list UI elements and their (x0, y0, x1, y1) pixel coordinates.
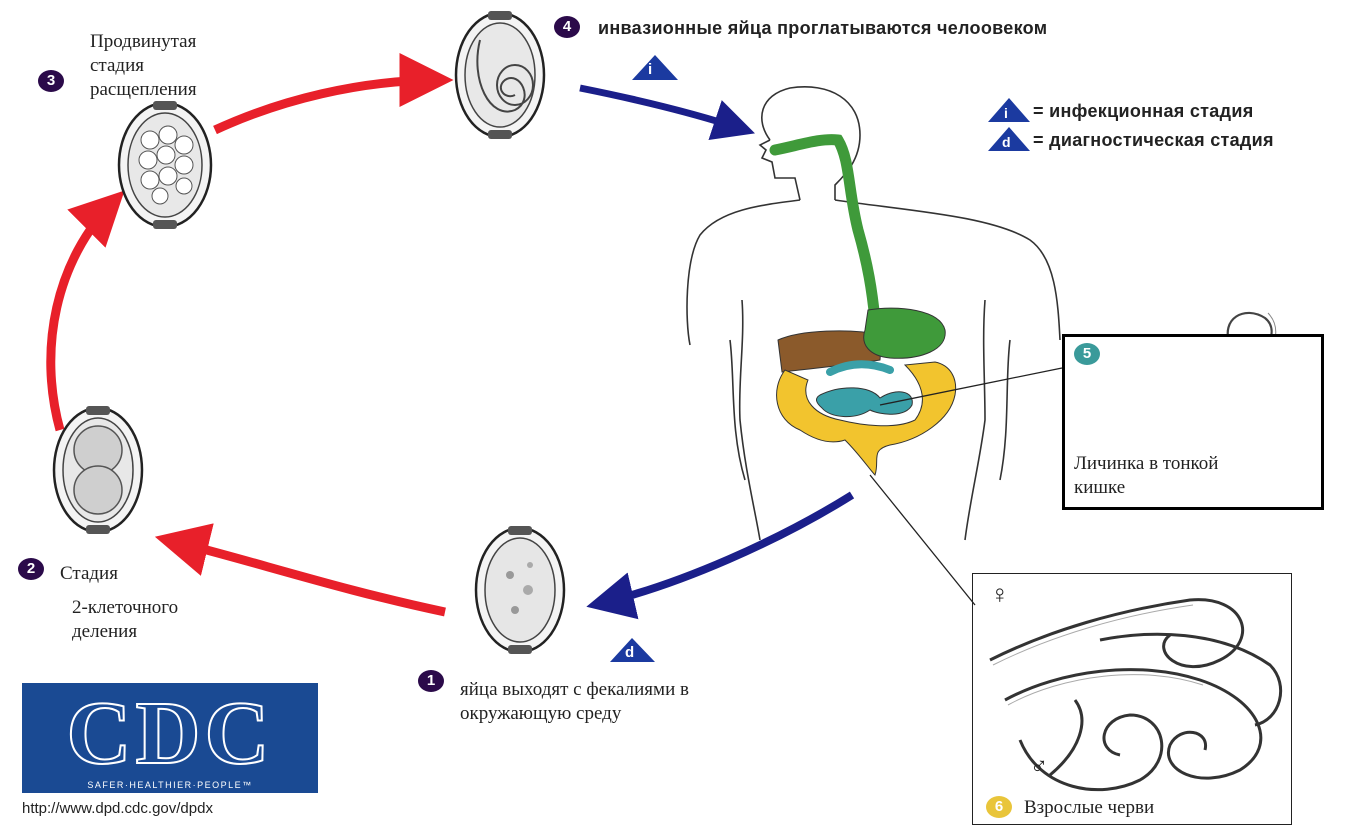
pointer-adult (870, 475, 975, 605)
source-url: http://www.dpd.cdc.gov/dpdx (22, 800, 213, 817)
digestive-tract (775, 140, 956, 475)
stomach (864, 308, 945, 358)
infective-marker-top (632, 55, 678, 80)
female-symbol: ♀ (990, 583, 1010, 607)
stage-1-label: яйца выходят с фекалиями в окружающую ср… (460, 678, 689, 726)
stage-2-label-cont: 2-клеточного деления (72, 596, 178, 644)
large-intestine (777, 362, 956, 475)
arrow-ingestion (580, 88, 745, 130)
legend-diagnostic-letter: d (1002, 130, 1011, 154)
stage-4-badge: 4 (554, 16, 580, 38)
stage-5-label: Личинка в тонкой кишке (1074, 452, 1218, 500)
stage-1-badge: 1 (418, 670, 444, 692)
arrow-3-to-4 (215, 80, 440, 130)
stage-6-label: Взрослые черви (1024, 796, 1154, 820)
stage-2-badge: 2 (18, 558, 44, 580)
egg-stage-1 (476, 526, 564, 654)
cdc-logo-tagline: SAFER·HEALTHIER·PEOPLE™ (22, 780, 318, 790)
egg-stage-3 (119, 101, 211, 229)
stage-2-label: Стадия (60, 562, 118, 586)
diagnostic-marker-letter: d (625, 641, 634, 665)
infective-marker-letter: i (648, 58, 652, 82)
legend-infective-triangle (988, 98, 1030, 122)
male-symbol: ♂ (1030, 755, 1048, 779)
small-intestine (816, 388, 912, 417)
arrow-excretion (598, 495, 852, 604)
stage-3-label: Продвинутая стадия расщепления (90, 30, 197, 102)
pointer-larva (880, 368, 1062, 405)
arrow-2-to-3 (51, 200, 115, 430)
cdc-logo: CDC SAFER·HEALTHIER·PEOPLE™ (22, 683, 318, 793)
legend-infective-text: = инфекционная стадия (1033, 99, 1254, 123)
egg-stage-4 (456, 11, 544, 139)
egg-stage-2 (54, 406, 142, 534)
legend-diagnostic-text: = диагностическая стадия (1033, 128, 1274, 152)
stage-4-label: инвазионные яйца проглатываются челоовек… (598, 16, 1047, 40)
cdc-logo-letters: CDC (22, 689, 318, 779)
esophagus (775, 140, 875, 320)
stage-3-badge: 3 (38, 70, 64, 92)
legend-infective-letter: i (1004, 101, 1008, 125)
stage-6-badge: 6 (986, 796, 1012, 818)
stage-5-badge: 5 (1074, 343, 1100, 365)
adult-worms-box (972, 573, 1292, 825)
arrow-1-to-2 (168, 540, 445, 612)
